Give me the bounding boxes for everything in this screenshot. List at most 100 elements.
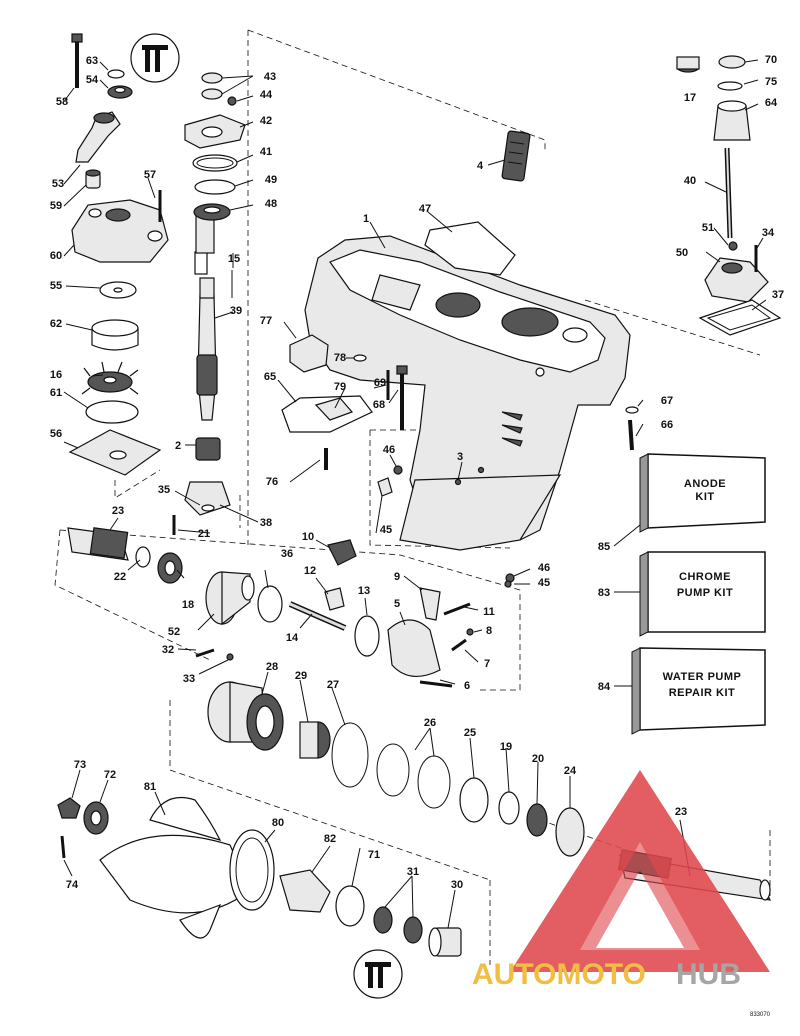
small-hardware	[377, 406, 639, 588]
label-48: 48	[265, 198, 277, 210]
label-22: 22	[114, 571, 126, 583]
label-13: 13	[358, 585, 370, 597]
shift-gear-row	[67, 515, 474, 688]
label-10: 10	[302, 531, 314, 543]
label-85: 85	[598, 541, 610, 553]
label-58: 58	[56, 96, 68, 108]
label-53: 53	[52, 178, 64, 190]
label-69: 69	[374, 377, 386, 389]
water-pump-internals	[68, 281, 162, 476]
anode-kit-box: ANODE KIT	[639, 453, 766, 533]
label-3: 3	[457, 451, 463, 463]
label-68: 68	[373, 399, 385, 411]
anode-kit-line1: ANODE	[684, 478, 726, 490]
drawing-code: 833070	[750, 1012, 771, 1018]
label-1: 1	[363, 213, 369, 225]
label-66: 66	[661, 419, 673, 431]
label-31: 31	[407, 866, 419, 878]
part-number-labels: 1 2 3 4 5 6 7 8 9 10 11 12 13 14 15 16 1…	[50, 54, 784, 891]
label-23-lower: 23	[675, 806, 687, 818]
anode-parts	[281, 334, 408, 470]
label-37: 37	[772, 289, 784, 301]
label-27: 27	[327, 679, 339, 691]
label-7: 7	[484, 658, 490, 670]
label-79: 79	[334, 381, 346, 393]
label-11: 11	[483, 606, 495, 618]
label-43: 43	[264, 71, 276, 83]
shift-rod-parts	[676, 55, 782, 336]
label-18: 18	[182, 599, 194, 611]
label-21: 21	[198, 528, 210, 540]
pump-bolt-parts	[71, 33, 133, 99]
label-80: 80	[272, 817, 284, 829]
label-84: 84	[598, 681, 611, 693]
label-82: 82	[324, 833, 336, 845]
label-4: 4	[477, 160, 484, 172]
label-17: 17	[684, 92, 696, 104]
automotohub-watermark: AUTOMOTO HUB	[472, 770, 770, 991]
label-6: 6	[464, 680, 470, 692]
label-83: 83	[598, 587, 610, 599]
water-kit-line2: REPAIR KIT	[669, 687, 736, 699]
label-9: 9	[394, 571, 400, 583]
label-47: 47	[419, 203, 431, 215]
label-23-upper: 23	[112, 505, 124, 517]
upper-bearing-parts	[184, 72, 246, 221]
label-70: 70	[765, 54, 777, 66]
special-tool-symbols	[130, 33, 403, 999]
label-33: 33	[183, 673, 195, 685]
label-57: 57	[144, 169, 156, 181]
label-59: 59	[50, 200, 62, 212]
group-outlines	[54, 29, 771, 965]
label-15: 15	[228, 253, 240, 265]
label-14: 14	[286, 632, 299, 644]
label-30: 30	[451, 879, 463, 891]
watermark-text-automoto: AUTOMOTO	[472, 958, 646, 991]
water-screen-part	[501, 130, 531, 182]
label-40: 40	[684, 175, 696, 187]
label-46-left: 46	[383, 444, 395, 456]
propeller-assembly	[57, 796, 462, 957]
water-kit-line1: WATER PUMP	[663, 671, 742, 683]
label-2: 2	[175, 440, 181, 452]
label-8: 8	[486, 625, 492, 637]
label-71: 71	[368, 849, 380, 861]
label-41: 41	[260, 146, 272, 158]
water-pump-repair-kit-box: WATER PUMP REPAIR KIT	[631, 647, 766, 735]
label-29: 29	[295, 670, 307, 682]
driveshaft-stack	[184, 214, 233, 516]
label-45-left: 45	[380, 524, 392, 536]
anode-kit-line2: KIT	[695, 491, 714, 503]
label-26: 26	[424, 717, 436, 729]
label-42: 42	[260, 115, 272, 127]
label-24: 24	[564, 765, 577, 777]
chrome-kit-line1: CHROME	[679, 571, 731, 583]
label-28: 28	[266, 661, 278, 673]
label-51: 51	[702, 222, 714, 234]
housing-top-gasket	[424, 221, 516, 276]
label-56: 56	[50, 428, 62, 440]
label-61: 61	[50, 387, 62, 399]
label-81: 81	[144, 781, 156, 793]
label-19: 19	[500, 741, 512, 753]
label-45-right: 45	[538, 577, 550, 589]
label-34: 34	[762, 227, 775, 239]
label-5: 5	[394, 598, 400, 610]
watermark-text-hub: HUB	[676, 958, 741, 991]
label-75: 75	[765, 76, 777, 88]
label-72: 72	[104, 769, 116, 781]
label-49: 49	[265, 174, 277, 186]
label-20: 20	[532, 753, 544, 765]
label-46-right: 46	[538, 562, 550, 574]
label-35: 35	[158, 484, 170, 496]
label-64: 64	[765, 97, 778, 109]
label-73: 73	[74, 759, 86, 771]
label-36: 36	[281, 548, 293, 560]
label-54: 54	[86, 74, 99, 86]
label-50: 50	[676, 247, 688, 259]
label-55: 55	[50, 280, 62, 292]
label-39: 39	[230, 305, 242, 317]
shift-parts-upper	[75, 111, 121, 189]
chrome-pump-kit-box: CHROME PUMP KIT	[639, 551, 766, 637]
